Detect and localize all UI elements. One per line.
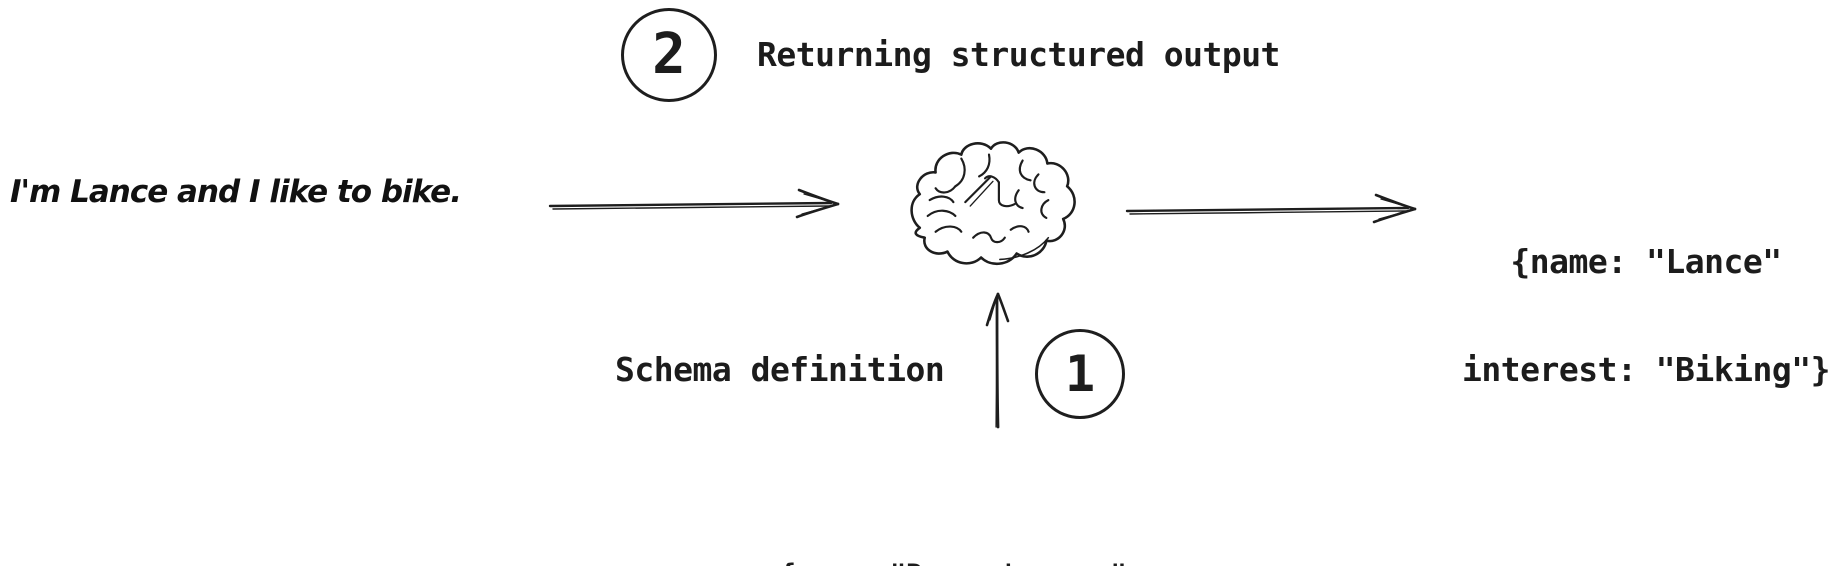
step-2-badge: 2 (621, 8, 717, 102)
schema-arrow-icon (982, 290, 1012, 430)
structured-output-text: {name: "Lance" interest: "Biking"} (1436, 172, 1838, 460)
step-2-number: 2 (652, 22, 686, 87)
brain-icon (900, 138, 1078, 283)
input-arrow-icon (548, 186, 848, 222)
step-1-number: 1 (1064, 345, 1096, 403)
schema-definition-label: Schema definition (615, 350, 945, 389)
schema-text: {name: "Person's name" interest: "Person… (693, 475, 1213, 566)
step-1-badge: 1 (1035, 329, 1125, 419)
schema-text-line-1: {name: "Person's name" (693, 555, 1213, 566)
step-2-title: Returning structured output (757, 35, 1280, 74)
user-message-text: I'm Lance and I like to bike. (10, 174, 462, 210)
structured-output-line-2: interest: "Biking"} (1462, 350, 1831, 389)
output-arrow-icon (1125, 192, 1425, 228)
structured-output-line-1: {name: "Lance" (1510, 242, 1782, 281)
